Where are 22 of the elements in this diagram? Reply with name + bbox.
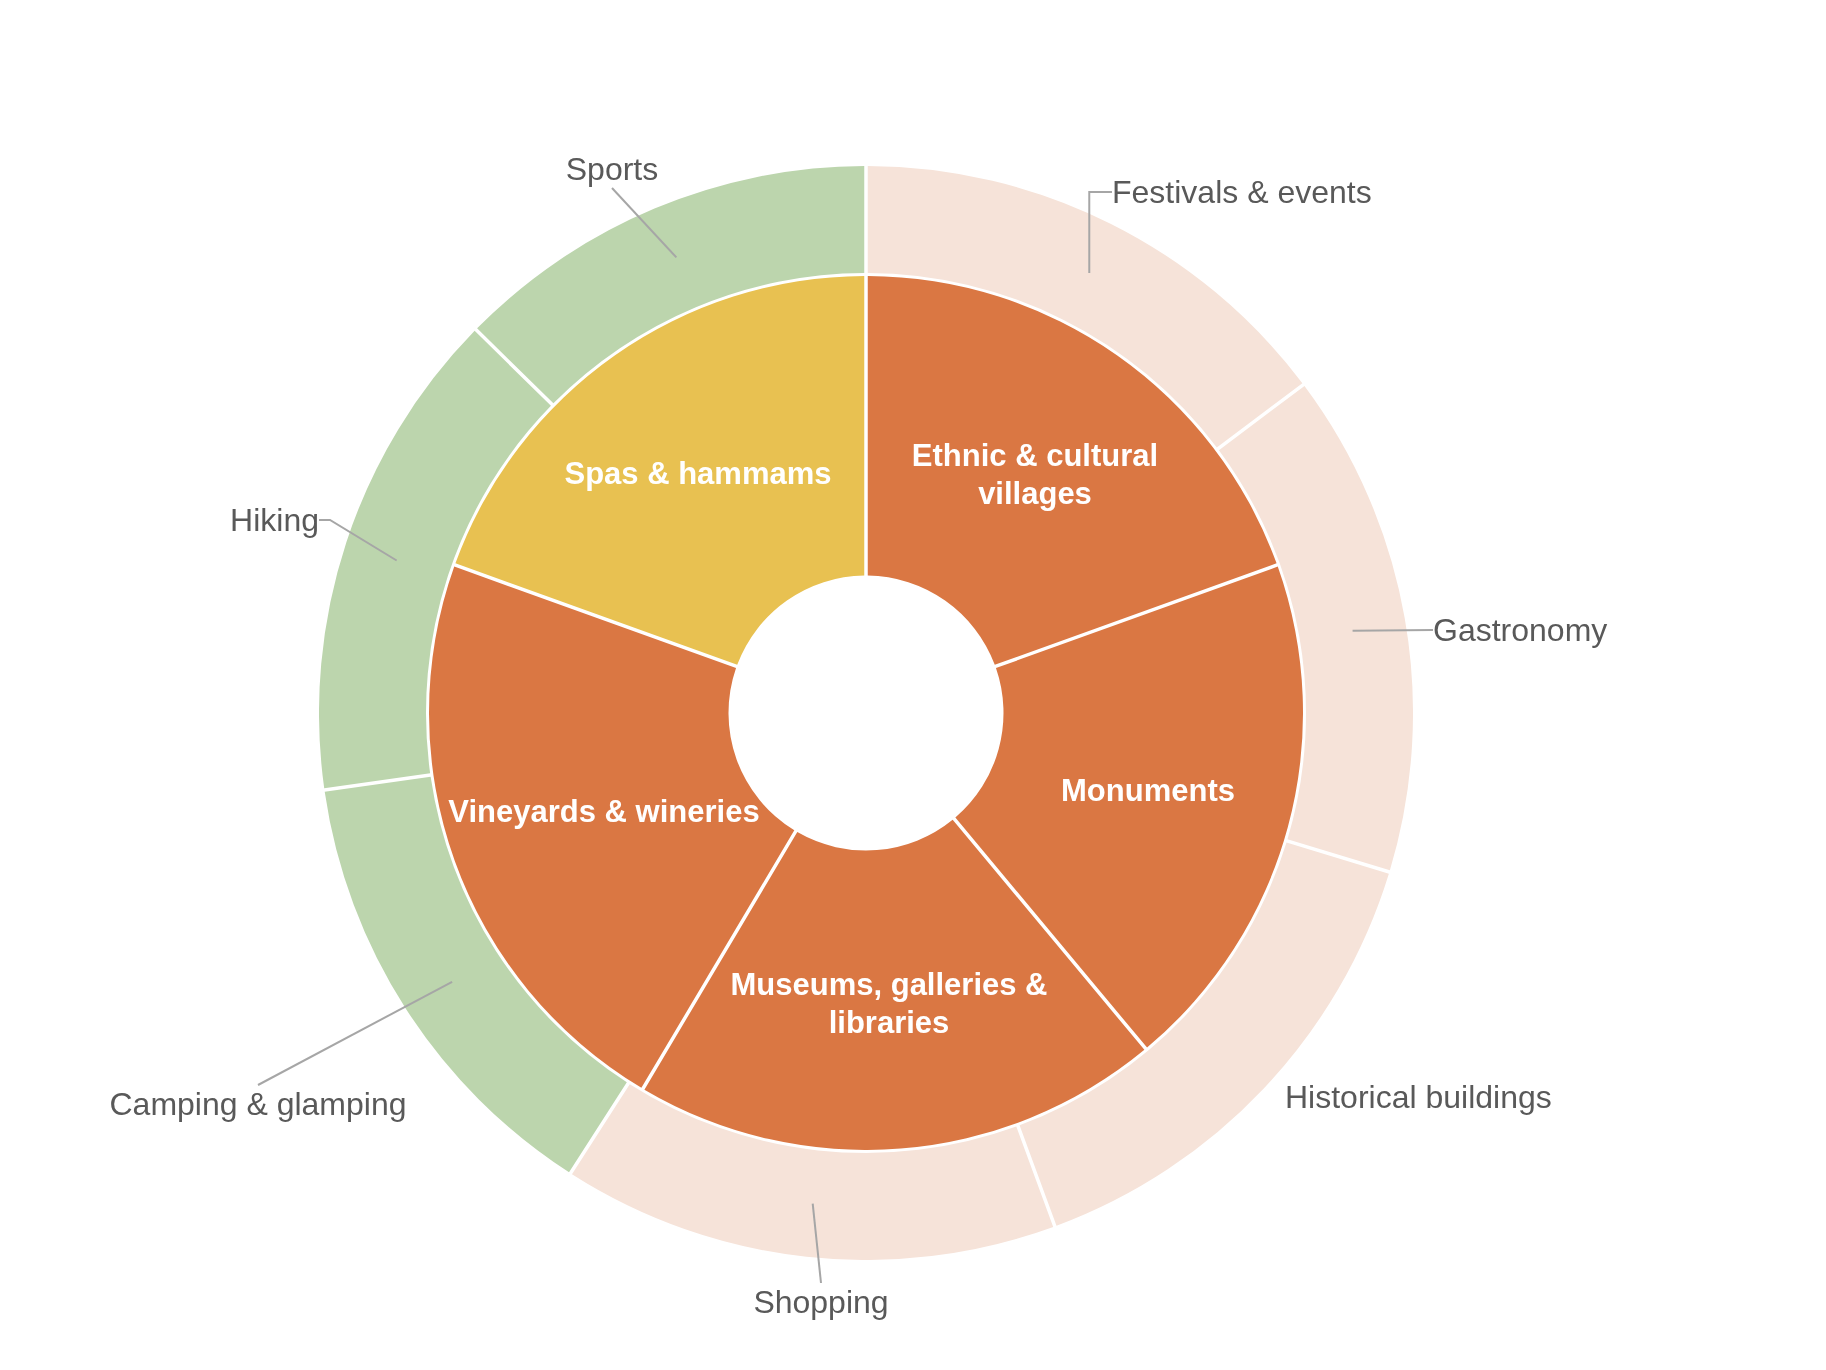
inner-ring-segment — [867, 276, 1277, 665]
outer-ring-segment — [319, 330, 551, 789]
leader-line — [811, 1202, 822, 1284]
category-label: Sports — [565, 150, 659, 188]
leader-line — [611, 187, 678, 259]
segment-label: Ethnic & cultural villages — [910, 437, 1160, 513]
segment-label: Vineyards & wineries — [448, 793, 760, 831]
leader-line — [1351, 629, 1434, 632]
category-label: Hiking — [230, 501, 319, 539]
leader-line — [1088, 191, 1113, 274]
inner-ring-segment — [455, 276, 865, 665]
segment-label: Monuments — [1061, 772, 1235, 810]
category-label: Shopping — [753, 1283, 889, 1321]
category-label: Festivals & events — [1112, 173, 1372, 211]
category-label: Historical buildings — [1285, 1078, 1552, 1116]
outer-ring-segment — [571, 1084, 1054, 1260]
segment-label: Museums, galleries & libraries — [729, 966, 1049, 1042]
category-label: Gastronomy — [1433, 611, 1608, 649]
leader-line — [257, 980, 454, 1086]
category-label: Camping & glamping — [109, 1085, 407, 1123]
segment-label: Spas & hammams — [564, 455, 832, 493]
leader-line — [318, 519, 398, 562]
